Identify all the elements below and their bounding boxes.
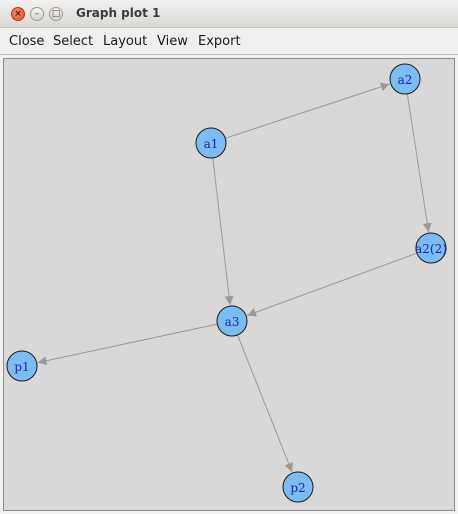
- title-bar[interactable]: × – □ Graph plot 1: [0, 0, 458, 28]
- node-circle[interactable]: [6, 350, 38, 382]
- graph-node-a3[interactable]: a3: [216, 305, 248, 337]
- edge-a2-a2_2: [406, 93, 432, 233]
- graph-node-a1[interactable]: a1: [195, 127, 227, 159]
- node-circle[interactable]: [415, 232, 447, 264]
- graph-node-a2[interactable]: a2: [389, 63, 421, 95]
- menu-export[interactable]: Export: [198, 34, 241, 49]
- edge-a2_2-a3: [246, 252, 418, 317]
- edge-a3-p1: [37, 323, 218, 366]
- menu-close[interactable]: Close: [9, 34, 45, 49]
- nodes-layer: a1 a2 a2(2) a3 p1 p2: [6, 63, 447, 503]
- menu-layout[interactable]: Layout: [103, 34, 148, 49]
- node-label: p1: [14, 360, 29, 374]
- node-circle[interactable]: [282, 471, 314, 503]
- graph-node-a2_2[interactable]: a2(2): [415, 232, 447, 264]
- edges-layer: [37, 82, 432, 473]
- edge-a3-p2: [237, 334, 293, 473]
- window-close-icon[interactable]: ×: [11, 7, 25, 21]
- graph-node-p1[interactable]: p1: [6, 350, 38, 382]
- edge-a1-a2: [225, 82, 390, 139]
- node-circle[interactable]: [216, 305, 248, 337]
- node-label: a2(2): [415, 242, 447, 256]
- node-label: a1: [204, 137, 219, 151]
- node-label: a3: [225, 315, 240, 329]
- node-label: p2: [290, 481, 305, 495]
- window-title: Graph plot 1: [76, 6, 161, 20]
- menu-select[interactable]: Select: [53, 34, 94, 49]
- node-circle[interactable]: [195, 127, 227, 159]
- graph-plot[interactable]: a1 a2 a2(2) a3 p1 p2: [4, 59, 454, 510]
- node-circle[interactable]: [389, 63, 421, 95]
- graph-node-p2[interactable]: p2: [282, 471, 314, 503]
- graph-canvas[interactable]: a1 a2 a2(2) a3 p1 p2: [3, 58, 455, 511]
- menu-bar: Close Select Layout View Export: [0, 28, 458, 55]
- menu-view[interactable]: View: [157, 34, 188, 49]
- node-label: a2: [398, 73, 413, 87]
- edge-a1-a3: [212, 157, 234, 306]
- window-maximize-icon[interactable]: □: [49, 7, 63, 21]
- window-minimize-icon[interactable]: –: [30, 7, 44, 21]
